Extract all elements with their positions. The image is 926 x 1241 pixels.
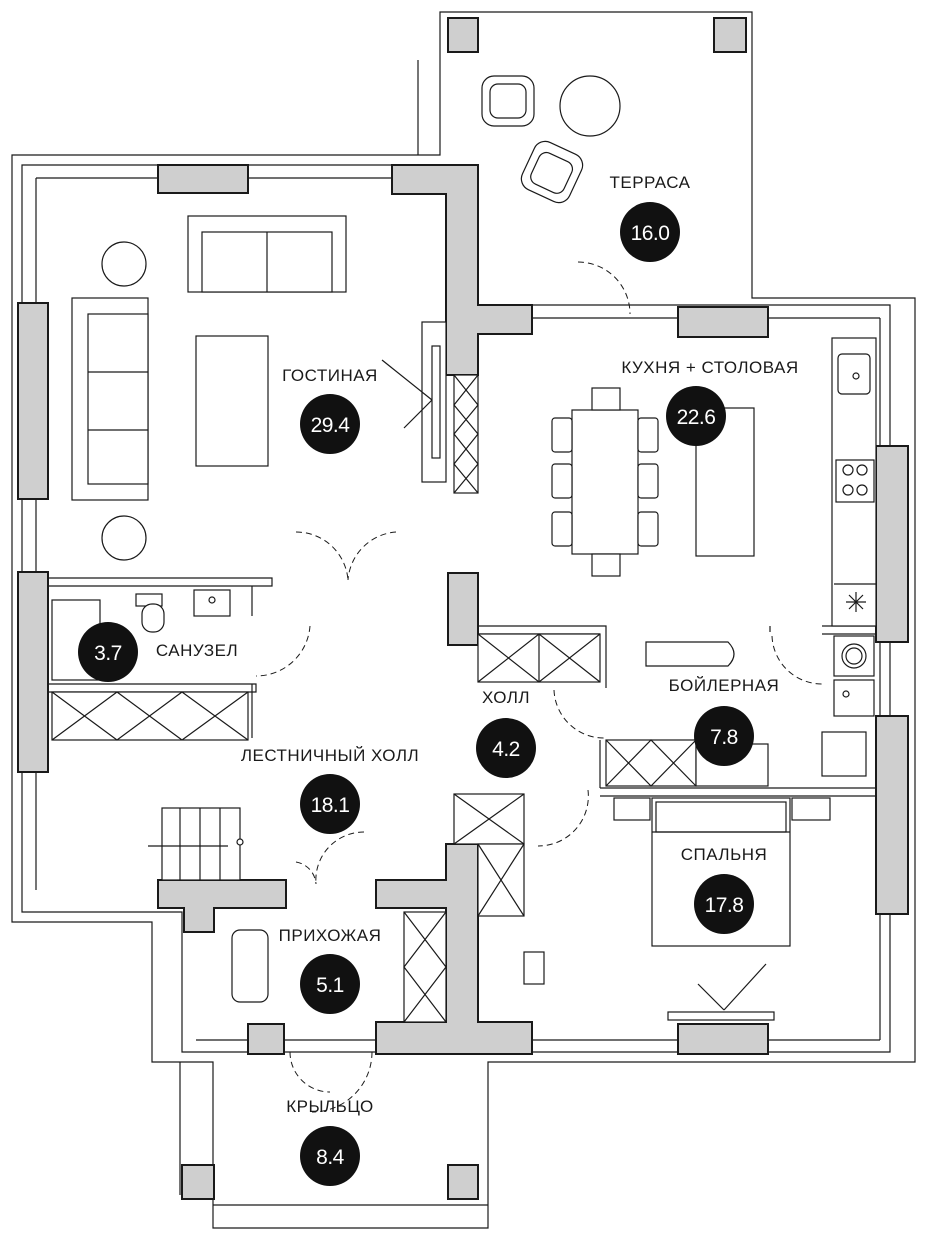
area-badge-hall: 4.2 [476,718,536,778]
columns [181,17,747,1200]
svg-text:3.7: 3.7 [94,642,122,665]
area-badge-porch: 8.4 [300,1126,360,1186]
doors [255,261,823,1113]
room-name-porch: КРЫЛЬЦО [286,1097,374,1116]
svg-text:18.1: 18.1 [311,794,350,817]
svg-text:8.4: 8.4 [316,1146,345,1169]
svg-text:16.0: 16.0 [631,222,670,245]
room-name-stair-hall: ЛЕСТНИЧНЫЙ ХОЛЛ [241,746,419,765]
bathroom-fixtures [51,589,249,741]
area-badge-entrance: 5.1 [300,954,360,1014]
room-name-entrance: ПРИХОЖАЯ [279,926,382,945]
room-name-hall: ХОЛЛ [482,688,530,707]
area-badge-stair-hall: 18.1 [300,774,360,834]
room-name-boiler: БОЙЛЕРНАЯ [669,676,780,695]
room-name-terrace: ТЕРРАСА [610,173,691,192]
area-badge-boiler: 7.8 [694,706,754,766]
room-name-living: ГОСТИНАЯ [282,366,378,385]
svg-text:5.1: 5.1 [316,974,344,997]
area-badge-kitchen: 22.6 [666,386,726,446]
room-name-bedroom: СПАЛЬНЯ [681,845,768,864]
interior-walls [17,164,909,1055]
svg-text:4.2: 4.2 [492,738,520,761]
svg-text:17.8: 17.8 [705,894,744,917]
area-badge-terrace: 16.0 [620,202,680,262]
room-labels: ТЕРРАСА ГОСТИНАЯ КУХНЯ + СТОЛОВАЯ САНУЗЕ… [156,173,798,1116]
storage-boiler [477,633,875,787]
room-name-kitchen: КУХНЯ + СТОЛОВАЯ [621,358,798,377]
area-badge-living: 29.4 [300,394,360,454]
room-name-bathroom: САНУЗЕЛ [156,641,238,660]
area-badges: 16.0 29.4 22.6 3.7 4.2 7.8 18.1 17.8 [78,202,754,1186]
bedroom-furniture [453,793,831,1021]
svg-text:7.8: 7.8 [710,726,738,749]
area-badge-bathroom: 3.7 [78,622,138,682]
terrace-furniture [481,75,621,204]
svg-text:22.6: 22.6 [677,406,716,429]
living-furniture [71,215,479,561]
svg-text:29.4: 29.4 [311,414,351,437]
kitchen-furniture [551,337,877,627]
area-badge-bedroom: 17.8 [694,874,754,934]
stairs-entrance [148,807,447,1023]
